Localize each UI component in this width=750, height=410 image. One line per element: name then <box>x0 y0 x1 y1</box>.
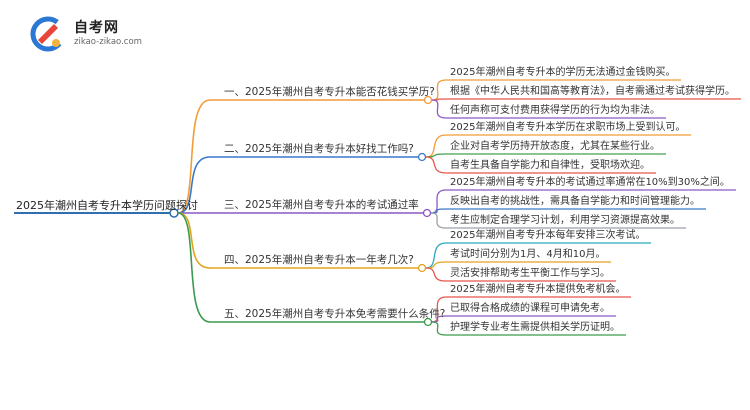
branch-1-label[interactable]: 一、2025年潮州自考专升本能否花钱买学历? <box>224 86 435 98</box>
leaf-3-3-label[interactable]: 考生应制定合理学习计划，利用学习资源提高效果。 <box>450 215 680 226</box>
branch-node-dot <box>417 152 427 162</box>
leaf-connector <box>425 134 691 158</box>
leaf-connector <box>431 98 741 101</box>
leaf-connector <box>425 242 651 269</box>
branch-connector <box>177 99 211 214</box>
leaf-connector <box>431 321 626 336</box>
logo-mark-icon <box>30 16 66 52</box>
branch-connector <box>177 212 211 323</box>
branch-5-label[interactable]: 五、2025年潮州自考专升本免考需要什么条件? <box>224 308 446 320</box>
site-logo[interactable]: 自考网 zikao-zikao.com <box>30 14 190 54</box>
leaf-5-1-label[interactable]: 2025年潮州自考专升本提供免考机会。 <box>450 284 626 295</box>
leaf-1-2-label[interactable]: 根据《中华人民共和国高等教育法》，自考需通过考试获得学历。 <box>450 86 735 97</box>
leaf-5-3-label[interactable]: 护理学专业考生需提供相关学历证明。 <box>450 322 620 333</box>
branch-node-dot <box>423 95 433 105</box>
leaf-1-3-label[interactable]: 任何声称可支付费用获得学历的行为均为非法。 <box>450 105 660 116</box>
leaf-1-1-label[interactable]: 2025年潮州自考专升本的学历无法通过金钱购买。 <box>450 67 676 78</box>
branch-2-label[interactable]: 二、2025年潮州自考专升本好找工作吗? <box>224 143 414 155</box>
branch-3-label[interactable]: 三、2025年潮州自考专升本的考试通过率 <box>224 199 419 211</box>
branch-node-dot <box>417 263 427 273</box>
leaf-4-1-label[interactable]: 2025年潮州自考专升本每年安排三次考试。 <box>450 230 646 241</box>
leaf-5-2-label[interactable]: 已取得合格成绩的课程可申请免考。 <box>450 303 610 314</box>
leaf-3-1-label[interactable]: 2025年潮州自考专升本的考试通过率通常在10%到30%之间。 <box>450 177 730 188</box>
logo-name: 自考网 <box>74 20 119 36</box>
leaf-connector <box>431 99 666 119</box>
leaf-2-1-label[interactable]: 2025年潮州自考专升本学历在求职市场上受到认可。 <box>450 122 686 133</box>
leaf-4-3-label[interactable]: 灵活安排帮助考生平衡工作与学习。 <box>450 268 610 279</box>
leaf-connector <box>430 208 706 214</box>
logo-url: zikao-zikao.com <box>74 37 142 47</box>
branch-connector <box>177 156 211 214</box>
leaf-connector <box>425 153 666 158</box>
leaf-connector <box>425 267 616 282</box>
leaf-2-2-label[interactable]: 企业对自考学历持开放态度，尤其在某些行业。 <box>450 141 660 152</box>
leaf-4-2-label[interactable]: 考试时间分别为1月、4月和10月。 <box>450 249 606 260</box>
leaf-3-2-label[interactable]: 反映出自考的挑战性，需具备自学能力和时间管理能力。 <box>450 196 700 207</box>
leaf-2-3-label[interactable]: 自考生具备自学能力和自律性，受职场欢迎。 <box>450 160 650 171</box>
leaf-connector <box>431 296 631 323</box>
leaf-connector <box>430 212 686 229</box>
root-node-label[interactable]: 2025年潮州自考专升本学历问题探讨 <box>16 199 198 212</box>
branch-connector <box>177 212 211 269</box>
leaf-connector <box>431 79 681 101</box>
leaf-connector <box>425 156 656 174</box>
leaf-connector <box>430 189 736 214</box>
branch-node-dot <box>423 317 433 327</box>
branch-node-dot <box>422 208 432 218</box>
branch-4-label[interactable]: 四、2025年潮州自考专升本一年考几次? <box>224 254 414 266</box>
